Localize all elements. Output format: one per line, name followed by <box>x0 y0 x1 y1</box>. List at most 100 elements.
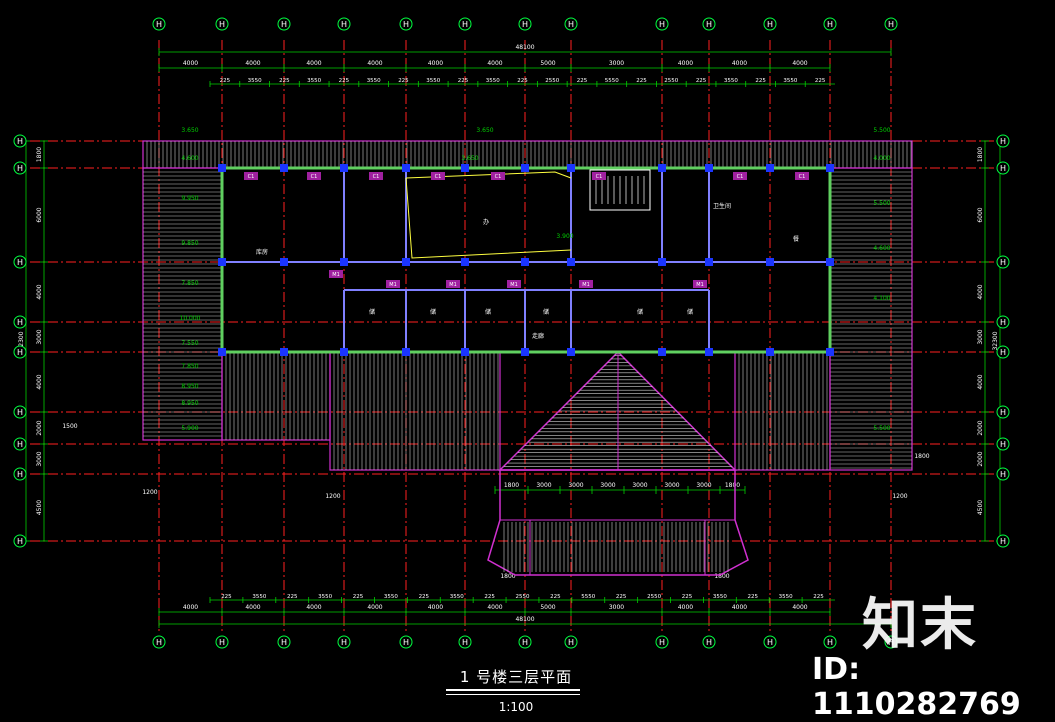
bubble-circle <box>13 467 27 481</box>
bubble-label: H <box>17 537 23 546</box>
column <box>461 164 469 172</box>
dim-label: 225 <box>287 594 298 600</box>
axis-bubble: H <box>655 635 669 649</box>
column <box>402 348 410 356</box>
bubble-label: H <box>17 318 23 327</box>
axis-bubble: H <box>152 17 166 31</box>
dim-label: 4000 <box>183 60 198 67</box>
bubble-label: H <box>659 20 665 29</box>
dim-label: 2000 <box>977 420 984 435</box>
dim-label: 4000 <box>245 60 260 67</box>
bubble-label: H <box>17 470 23 479</box>
dim-label: 1800 <box>36 147 43 162</box>
dim-label: 225 <box>813 594 824 600</box>
axis-bubble: H <box>13 134 27 148</box>
bubble-label: H <box>1000 137 1006 146</box>
bubble-circle <box>518 635 532 649</box>
roof-lower-mid-right <box>734 351 831 471</box>
window-tag: M1 <box>510 282 518 288</box>
watermark-logo: 知末 <box>862 593 978 658</box>
opening-line-2 <box>405 177 572 259</box>
dim-label: 3550 <box>713 594 727 600</box>
dim-label: 3000 <box>632 482 647 489</box>
bubble-circle <box>399 635 413 649</box>
dim-label: 32300 <box>18 331 25 350</box>
dim-label: 5550 <box>605 78 619 84</box>
axis-bubble: H <box>458 17 472 31</box>
axis-bubble: H <box>13 405 27 419</box>
column <box>705 164 713 172</box>
dim-label: 3550 <box>779 594 793 600</box>
column <box>826 348 834 356</box>
dim-label: 4000 <box>36 374 43 389</box>
elevation-mark: 7.850 <box>181 363 198 370</box>
bubble-label: H <box>281 20 287 29</box>
dim-label: 4000 <box>732 604 747 611</box>
dim-label: 5000 <box>540 604 555 611</box>
axis-bubble: H <box>13 161 27 175</box>
misc-dim: 1800 <box>914 453 929 460</box>
bubble-circle <box>215 17 229 31</box>
dim-label: 4000 <box>367 60 382 67</box>
room-label: 储 <box>637 308 643 316</box>
axis-bubble: H <box>996 161 1010 175</box>
bubble-circle <box>277 635 291 649</box>
axis-bubble: H <box>564 17 578 31</box>
bubble-circle <box>702 17 716 31</box>
dim-label: 3000 <box>609 604 624 611</box>
axis-bubble: H <box>277 17 291 31</box>
dim-label: 6000 <box>977 207 984 222</box>
bubble-circle <box>152 635 166 649</box>
dim-label: 48100 <box>515 616 534 623</box>
axis-bubble: H <box>13 467 27 481</box>
axis-bubble: H <box>884 635 898 649</box>
bubble-label: H <box>1000 470 1006 479</box>
window-tag: M1 <box>696 282 704 288</box>
axis-bubble: H <box>996 467 1010 481</box>
bubble-circle <box>564 17 578 31</box>
bubble-label: H <box>219 638 225 647</box>
dim-label: 3550 <box>450 594 464 600</box>
roof-central-hip <box>498 350 737 471</box>
bubble-circle <box>13 255 27 269</box>
dim-label: 4000 <box>977 284 984 299</box>
axis-bubble: H <box>996 437 1010 451</box>
roof-top-strip <box>142 140 913 169</box>
dim-left-total: 32300 <box>18 140 30 542</box>
dim-label: 225 <box>815 78 826 84</box>
elevation-mark: 8.950 <box>181 383 198 390</box>
building-walls <box>218 164 834 356</box>
bubble-label: H <box>17 408 23 417</box>
elevation-mark: 4.600 <box>873 245 890 252</box>
dim-label: 3000 <box>568 482 583 489</box>
plan-scale: 1:100 <box>498 700 534 714</box>
window-tag-bg <box>507 280 521 288</box>
axis-bubble: H <box>152 635 166 649</box>
window-tag: M1 <box>332 272 340 278</box>
dim-label: 3000 <box>36 329 43 344</box>
column <box>280 258 288 266</box>
axis-bubble: H <box>337 635 351 649</box>
window-tag-bg <box>329 270 343 278</box>
bubble-circle <box>996 534 1010 548</box>
dim-label: 4000 <box>977 374 984 389</box>
misc-dim: 1800 <box>500 573 515 580</box>
dim-label: 2000 <box>36 420 43 435</box>
roof-top-strip-outline <box>142 140 913 169</box>
axis-bubble: H <box>277 635 291 649</box>
bubble-label: H <box>17 440 23 449</box>
elevation-mark: 10.000 <box>180 315 201 322</box>
bubble-circle <box>518 17 532 31</box>
bubble-circle <box>763 17 777 31</box>
dim-label: 225 <box>517 78 528 84</box>
room-label: 储 <box>369 308 375 316</box>
bubble-circle <box>702 635 716 649</box>
bubble-circle <box>13 405 27 419</box>
column <box>567 258 575 266</box>
room-label: 储 <box>485 308 491 316</box>
window-tag-bg <box>795 172 809 180</box>
bubble-circle <box>458 635 472 649</box>
bubble-circle <box>884 635 898 649</box>
